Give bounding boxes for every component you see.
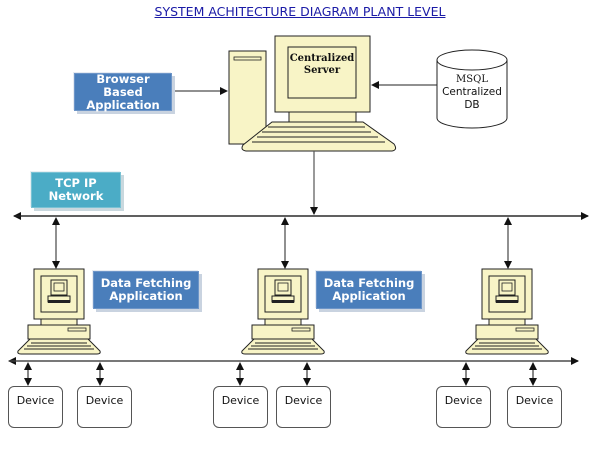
database-label-line1: MSQL	[456, 74, 488, 85]
data-fetching-application-box-1[interactable]: Data Fetching Application	[93, 271, 199, 309]
central-server-computer	[228, 35, 397, 152]
client-computer-2	[241, 268, 325, 355]
database-cylinder-icon	[436, 49, 508, 129]
database-label-line2: Centralized	[442, 86, 502, 98]
device-label: Device	[444, 394, 483, 407]
data-fetching-2-line2: Application	[332, 289, 406, 303]
browser-app-line2: Application	[86, 97, 160, 112]
device-label: Device	[16, 394, 55, 407]
data-fetching-2-line1: Data Fetching	[323, 276, 415, 290]
server-label: Centralized Server	[288, 53, 356, 77]
device-box-6[interactable]: Device	[507, 386, 562, 428]
server-label-line2: Server	[303, 65, 341, 76]
device-box-3[interactable]: Device	[213, 386, 268, 428]
device-box-1[interactable]: Device	[8, 386, 63, 428]
database-label-line3: DB	[464, 99, 480, 111]
device-label: Device	[85, 394, 124, 407]
database-label: MSQL Centralized DB	[437, 73, 507, 112]
client-computer-1	[17, 268, 101, 355]
data-fetching-1-line2: Application	[109, 289, 183, 303]
device-box-5[interactable]: Device	[436, 386, 491, 428]
device-label: Device	[284, 394, 323, 407]
diagram-title[interactable]: SYSTEM ACHITECTURE DIAGRAM PLANT LEVEL	[154, 4, 446, 19]
browser-app-line1: Browser Based	[96, 71, 150, 99]
client-computer-3	[465, 268, 549, 355]
server-tower	[228, 50, 267, 145]
network-line2: Network	[48, 189, 104, 203]
device-box-2[interactable]: Device	[77, 386, 132, 428]
server-screen	[287, 46, 357, 99]
data-fetching-application-box-2[interactable]: Data Fetching Application	[316, 271, 422, 309]
device-label: Device	[515, 394, 554, 407]
data-fetching-1-line1: Data Fetching	[100, 276, 192, 290]
network-line1: TCP IP	[55, 176, 97, 190]
tcp-ip-network-box[interactable]: TCP IP Network	[31, 172, 121, 208]
device-label: Device	[221, 394, 260, 407]
server-label-line1: Centralized	[289, 53, 355, 64]
browser-based-application-box[interactable]: Browser Based Application	[74, 71, 172, 112]
device-box-4[interactable]: Device	[276, 386, 331, 428]
